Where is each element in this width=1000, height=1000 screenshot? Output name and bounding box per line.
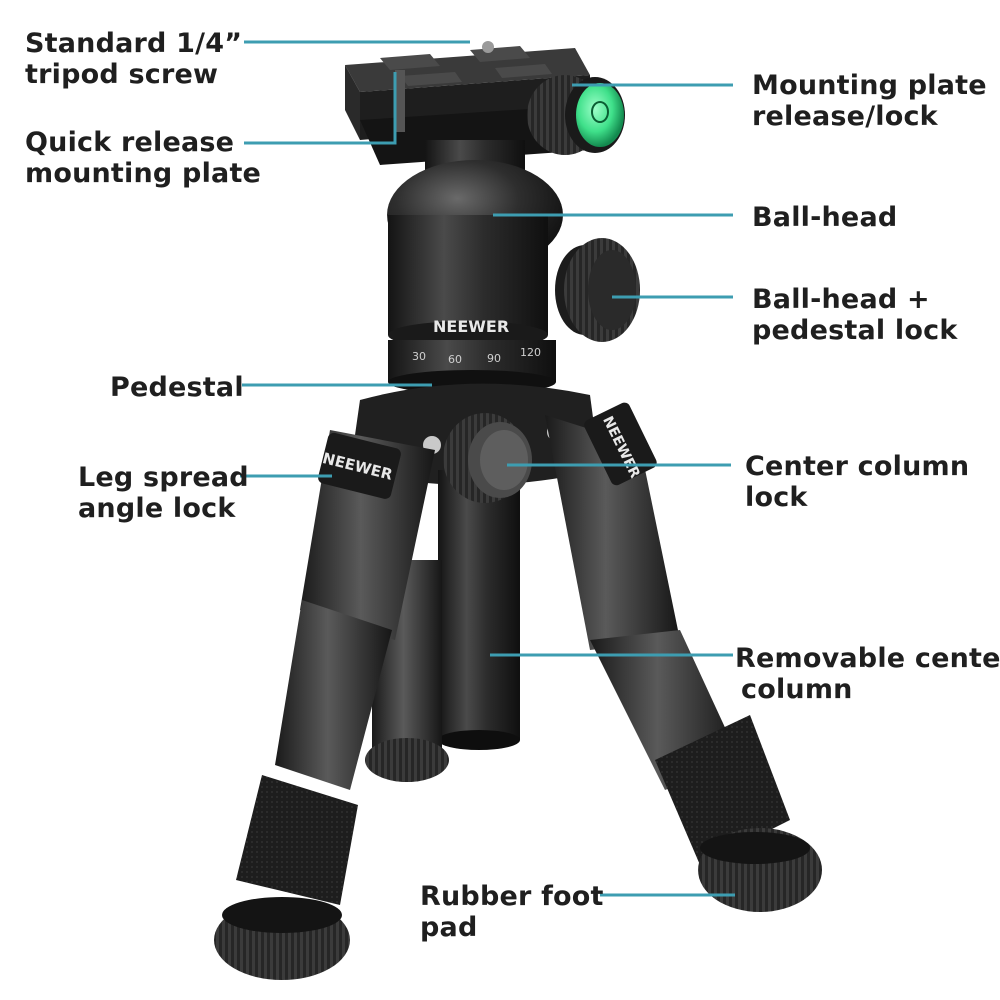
label-line: Removable center bbox=[735, 643, 1000, 674]
label-line: pedestal lock bbox=[752, 315, 958, 346]
label-ball-head: Ball-head bbox=[752, 202, 897, 233]
leg-left: NEEWER bbox=[214, 430, 435, 980]
scale-mark: 90 bbox=[487, 352, 501, 365]
label-line: Mounting plate bbox=[752, 70, 987, 101]
scale-mark: 120 bbox=[520, 346, 541, 359]
ball-head: NEEWER bbox=[387, 140, 563, 349]
leg-right: NEEWER bbox=[545, 402, 822, 912]
label-line: Leg spread bbox=[78, 462, 249, 493]
label-quick-release-plate: Quick release mounting plate bbox=[25, 127, 261, 189]
label-line: Rubber foot bbox=[420, 881, 604, 912]
scale-mark: 30 bbox=[412, 350, 426, 363]
label-removable-center-column: Removable center column bbox=[735, 643, 1000, 705]
plate-lock-knob bbox=[527, 75, 625, 155]
bubble-level-icon bbox=[576, 83, 624, 147]
label-plate-release-lock: Mounting plate release/lock bbox=[752, 70, 987, 132]
label-line: column bbox=[741, 674, 853, 705]
label-line: tripod screw bbox=[25, 59, 219, 90]
pedestal-lock-knob bbox=[555, 238, 640, 342]
label-line: Pedestal bbox=[110, 372, 244, 403]
leader-quick-plate bbox=[244, 72, 397, 145]
label-line: lock bbox=[745, 482, 808, 513]
scale-mark: 60 bbox=[448, 353, 462, 366]
brand-logo: NEEWER bbox=[433, 317, 509, 336]
center-column-lock-knob bbox=[443, 413, 532, 503]
label-line: mounting plate bbox=[25, 158, 262, 189]
label-center-column-lock: Center column lock bbox=[745, 451, 969, 513]
label-line: Quick release bbox=[25, 127, 235, 158]
label-line: Ball-head bbox=[752, 202, 898, 233]
label-rubber-foot-pad: Rubber foot pad bbox=[420, 881, 604, 943]
label-line: angle lock bbox=[78, 493, 236, 524]
leader-lines bbox=[240, 40, 735, 897]
label-line: release/lock bbox=[752, 101, 938, 132]
center-column bbox=[438, 470, 520, 750]
plate-edge bbox=[395, 70, 405, 132]
label-line: Center column bbox=[745, 451, 970, 482]
label-pedestal-lock: Ball-head + pedestal lock bbox=[752, 284, 958, 346]
label-line: Standard 1/4” bbox=[25, 28, 243, 59]
label-line: pad bbox=[420, 912, 478, 943]
label-line: Ball-head + bbox=[752, 284, 930, 315]
label-pedestal: Pedestal bbox=[110, 372, 244, 403]
screw-icon bbox=[482, 41, 494, 53]
label-tripod-screw: Standard 1/4” tripod screw bbox=[25, 28, 242, 90]
label-leg-spread-lock: Leg spread angle lock bbox=[78, 462, 249, 524]
